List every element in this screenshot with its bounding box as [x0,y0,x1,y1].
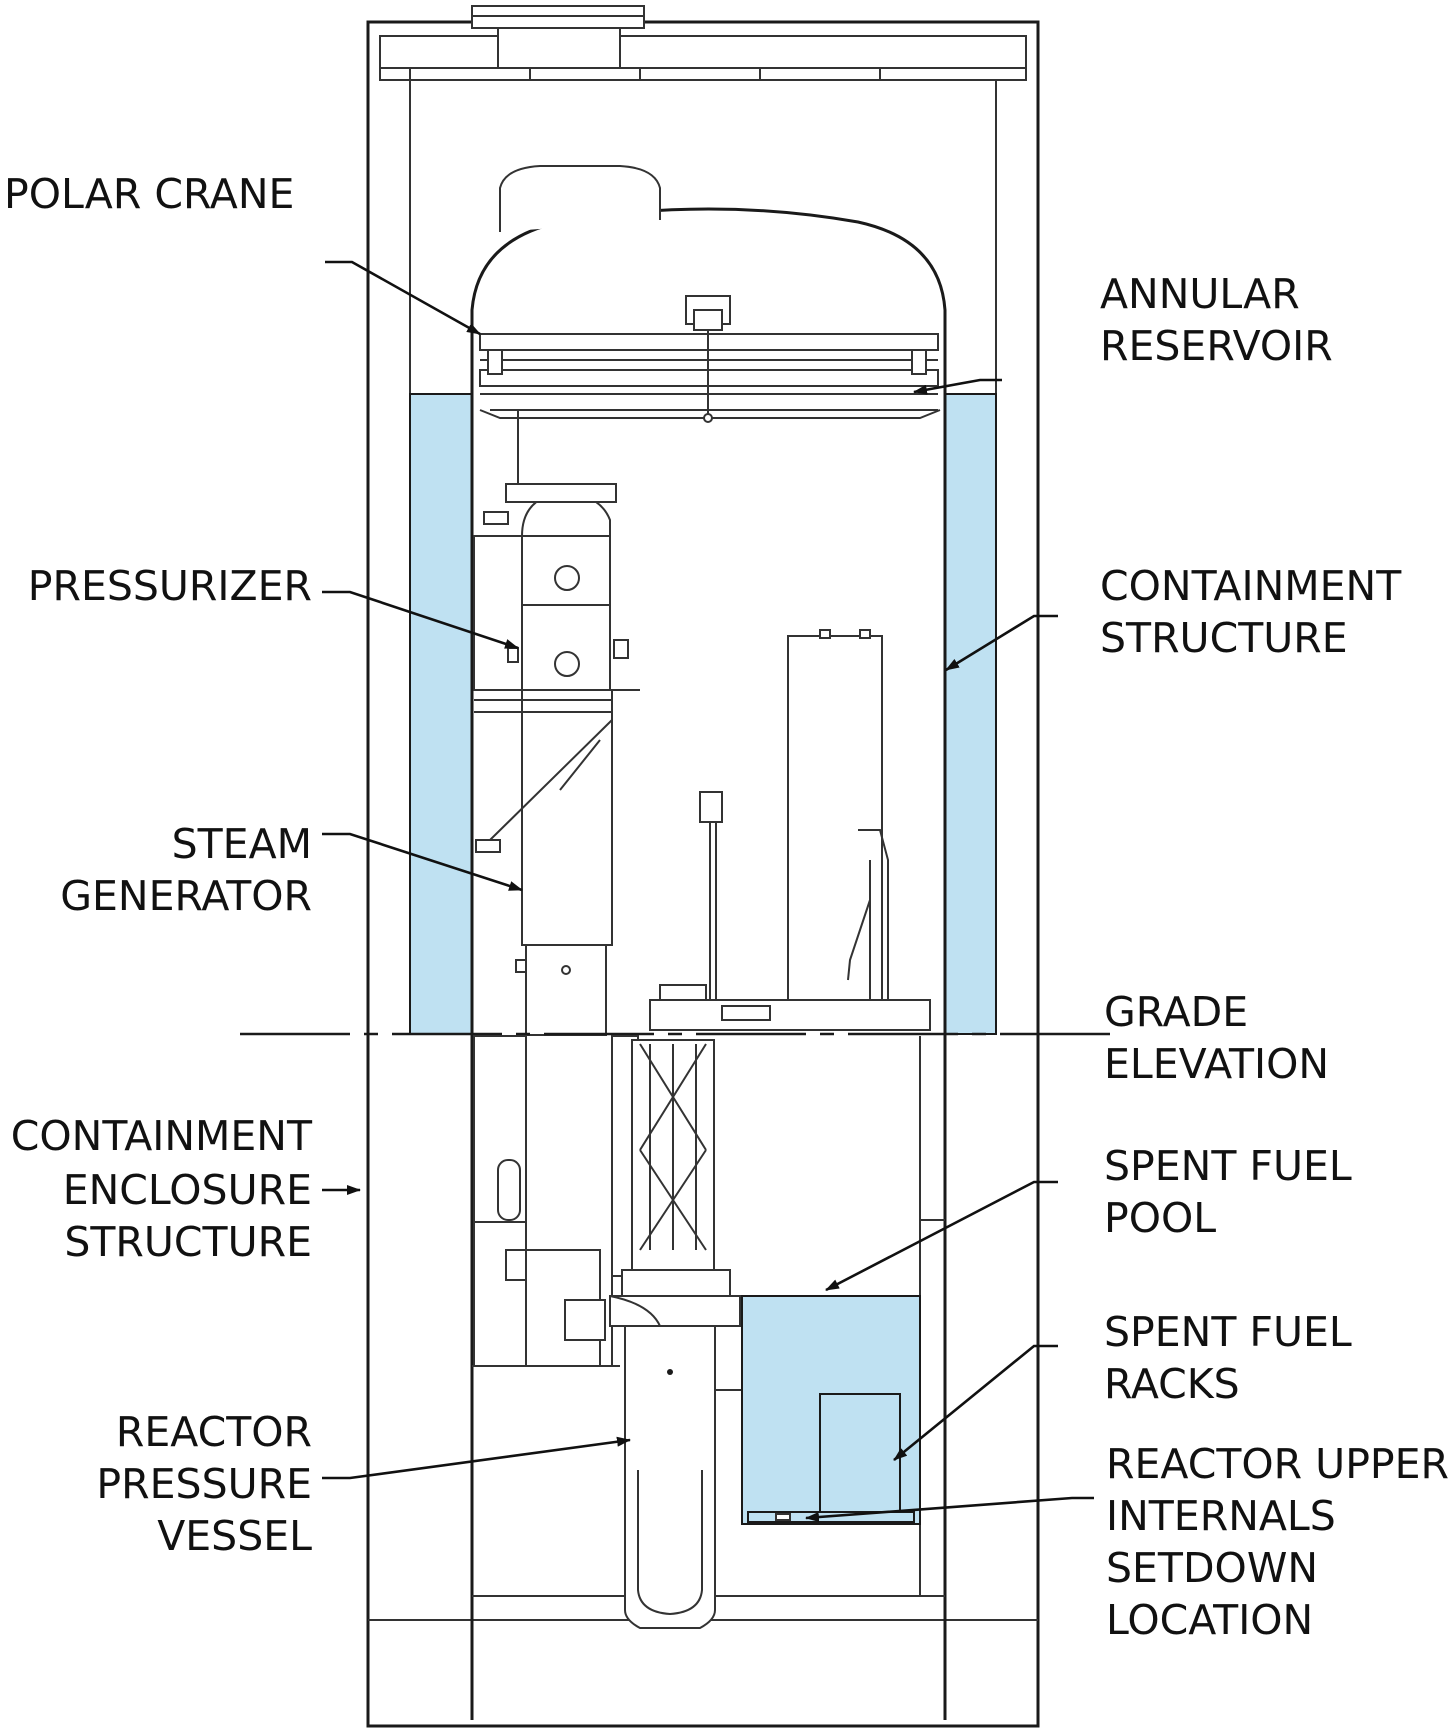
svg-text:GRADE: GRADE [1104,988,1248,1036]
label-spent-fuel-pool: SPENT FUEL POOL [1104,1142,1352,1242]
svg-text:ELEVATION: ELEVATION [1104,1040,1329,1088]
label-reactor-pressure-vessel: REACTOR PRESSURE VESSEL [96,1408,312,1560]
containment-vessel-upper [470,165,947,1034]
spent-fuel-pool [741,1295,921,1525]
svg-text:VESSEL: VESSEL [157,1512,312,1560]
label-polar-crane: POLAR CRANE [4,170,294,218]
svg-text:INTERNALS: INTERNALS [1106,1492,1336,1540]
containment-vessel-lower [470,1034,947,1720]
annular-reservoir-right [944,393,997,1035]
svg-text:CONTAINMENT: CONTAINMENT [1100,562,1402,610]
svg-text:ENCLOSURE: ENCLOSURE [63,1166,312,1214]
equipment-tank [649,629,931,1031]
svg-text:SPENT FUEL: SPENT FUEL [1104,1308,1352,1356]
svg-text:POLAR CRANE: POLAR CRANE [4,170,294,218]
svg-text:REACTOR: REACTOR [116,1408,312,1456]
leader-lines [322,260,1094,1523]
pressurizer [473,483,640,691]
polar-crane [479,295,941,490]
svg-text:POOL: POOL [1104,1194,1216,1242]
svg-text:STRUCTURE: STRUCTURE [64,1218,312,1266]
vessel-supports [470,1700,947,1720]
reactor-pressure-vessel [609,1035,760,1629]
svg-text:LOCATION: LOCATION [1106,1596,1313,1644]
svg-text:SETDOWN: SETDOWN [1106,1544,1318,1592]
svg-text:RACKS: RACKS [1104,1360,1240,1408]
svg-text:RESERVOIR: RESERVOIR [1100,322,1333,370]
label-containment-structure: CONTAINMENT STRUCTURE [1100,562,1402,662]
svg-text:STRUCTURE: STRUCTURE [1100,614,1348,662]
spent-fuel-racks [819,1393,901,1523]
label-annular-reservoir: ANNULAR RESERVOIR [1100,270,1333,370]
svg-text:STEAM: STEAM [172,820,312,868]
steam-generator [474,689,613,1036]
svg-text:CONTAINMENT: CONTAINMENT [11,1112,313,1160]
svg-text:REACTOR UPPER: REACTOR UPPER [1106,1440,1449,1488]
label-spent-fuel-racks: SPENT FUEL RACKS [1104,1308,1352,1408]
svg-text:ANNULAR: ANNULAR [1100,270,1300,318]
roof-slab [379,5,1027,81]
label-pressurizer: PRESSURIZER [28,562,312,610]
annular-reservoir-left [409,393,473,1035]
svg-text:PRESSURIZER: PRESSURIZER [28,562,312,610]
svg-text:GENERATOR: GENERATOR [60,872,312,920]
label-containment-enclosure-structure: CONTAINMENT ENCLOSURE STRUCTURE [11,1112,313,1266]
label-steam-generator: STEAM GENERATOR [60,820,312,920]
svg-text:SPENT FUEL: SPENT FUEL [1104,1142,1352,1190]
label-reactor-upper-internals-setdown-location: REACTOR UPPER INTERNALS SETDOWN LOCATION [1106,1440,1449,1644]
label-grade-elevation: GRADE ELEVATION [1104,988,1329,1088]
svg-text:PRESSURE: PRESSURE [96,1460,312,1508]
